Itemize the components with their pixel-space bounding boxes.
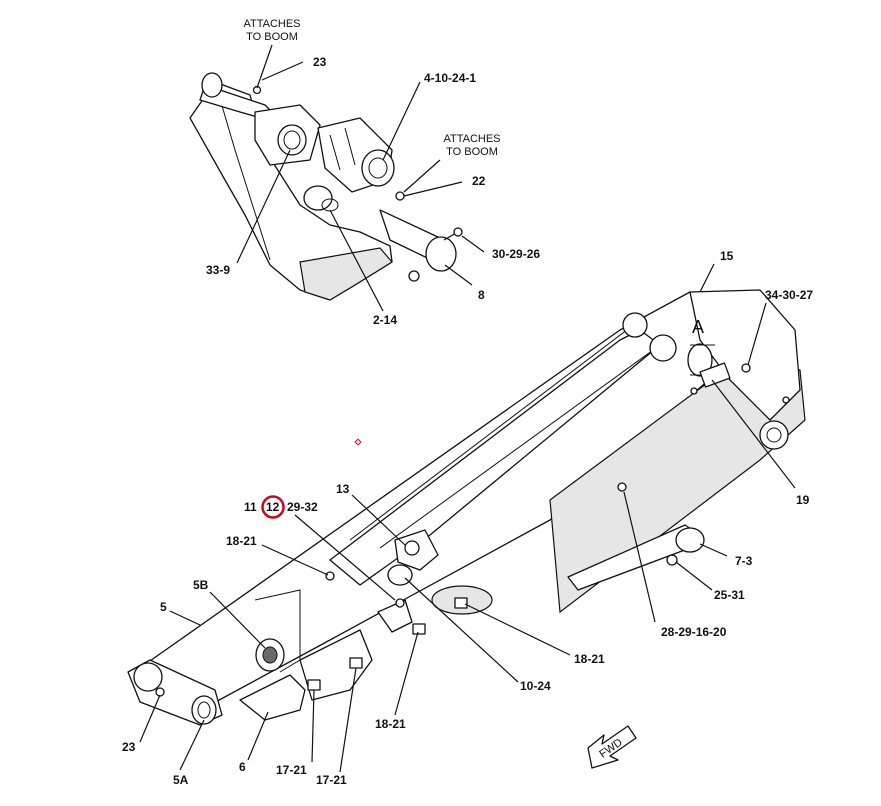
- callout-6[interactable]: 6: [239, 760, 246, 774]
- callout-4-10-24-1[interactable]: 4-10-24-1: [424, 71, 476, 85]
- pin-assembly-inset: [189, 72, 463, 301]
- fwd-arrow: FWD: [587, 725, 637, 769]
- lock-assembly: [303, 185, 333, 211]
- callout-34-30-27[interactable]: 34-30-27: [765, 288, 813, 302]
- callout-29-32[interactable]: 29-32: [287, 500, 318, 514]
- callout-11[interactable]: 11: [244, 500, 257, 514]
- callout-13[interactable]: 13: [336, 482, 350, 496]
- leader-lines: [139, 44, 796, 773]
- callout-2-14[interactable]: 2-14: [373, 313, 397, 327]
- callout-28-29-16-20[interactable]: 28-29-16-20: [661, 625, 727, 639]
- callout-25-31[interactable]: 25-31: [714, 588, 745, 602]
- callout-18-21-a[interactable]: 18-21: [226, 534, 257, 548]
- attaches-note-top-line2: TO BOOM: [246, 31, 298, 43]
- callout-23-bottom[interactable]: 23: [122, 740, 136, 754]
- callout-17-21-a[interactable]: 17-21: [276, 763, 307, 777]
- callout-12[interactable]: 12: [266, 500, 280, 514]
- stick-assembly: [127, 289, 806, 726]
- view-letter-a: A: [692, 317, 704, 337]
- callout-18-21-b[interactable]: 18-21: [574, 652, 605, 666]
- callout-10-24[interactable]: 10-24: [520, 679, 551, 693]
- callout-17-21-b[interactable]: 17-21: [316, 773, 347, 787]
- guard-plate-6: [239, 674, 306, 721]
- callout-12-highlight-ring: [261, 495, 285, 519]
- inset-plate: [299, 247, 393, 301]
- callout-5[interactable]: 5: [160, 600, 167, 614]
- callout-22[interactable]: 22: [472, 174, 486, 188]
- callout-19[interactable]: 19: [796, 493, 810, 507]
- callout-8[interactable]: 8: [478, 288, 485, 302]
- callout-33-9[interactable]: 33-9: [206, 263, 230, 277]
- attaches-note-mid-line2: TO BOOM: [446, 146, 498, 158]
- callout-7-3[interactable]: 7-3: [735, 554, 753, 568]
- callout-15[interactable]: 15: [720, 249, 734, 263]
- callout-5B[interactable]: 5B: [193, 578, 209, 592]
- callout-30-29-26[interactable]: 30-29-26: [492, 247, 540, 261]
- attaches-note-top-line1: ATTACHES: [243, 18, 300, 30]
- callout-18-21-c[interactable]: 18-21: [375, 717, 406, 731]
- attaches-note-mid-line1: ATTACHES: [443, 133, 500, 145]
- callout-23-top[interactable]: 23: [313, 55, 327, 69]
- callout-5A[interactable]: 5A: [173, 773, 189, 787]
